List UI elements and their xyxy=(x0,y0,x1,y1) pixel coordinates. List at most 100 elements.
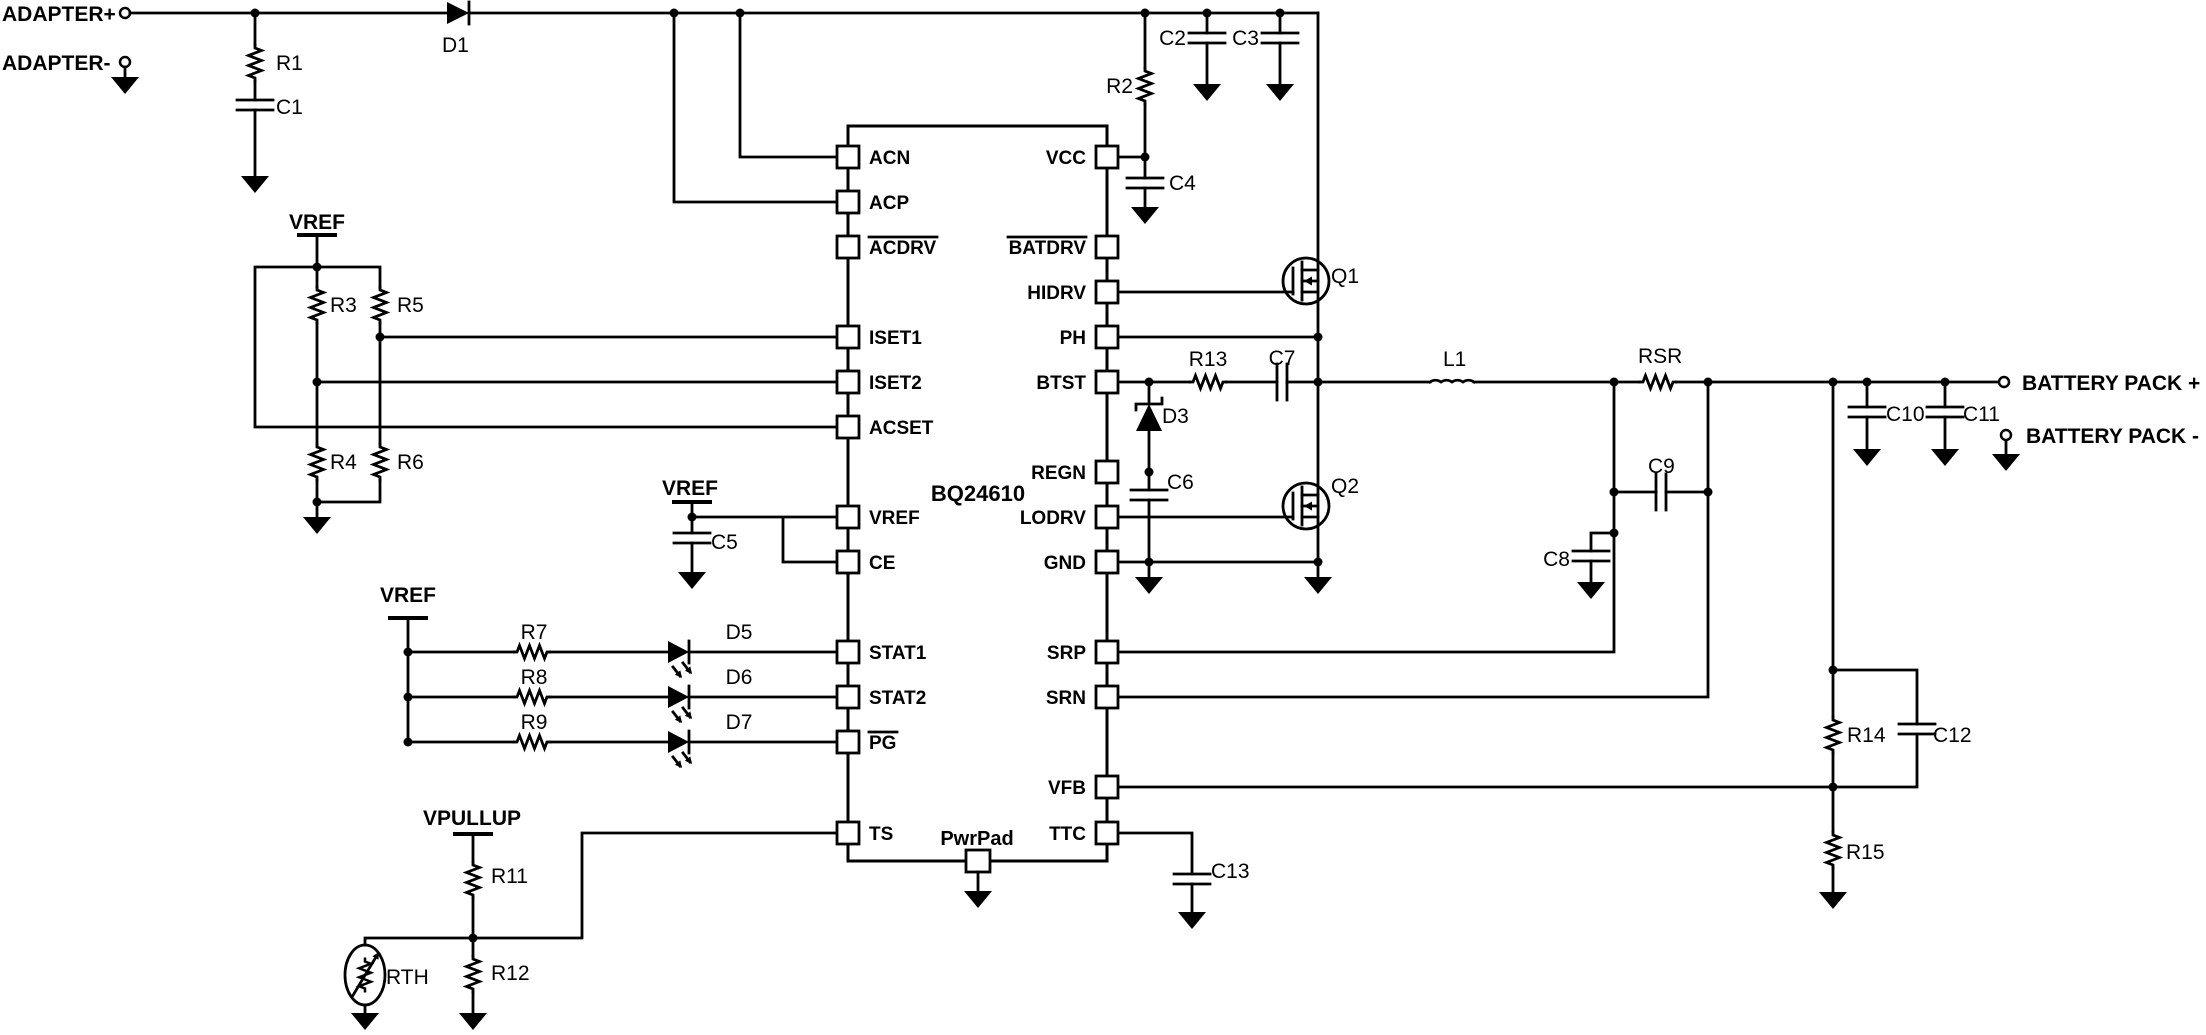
schottky-d3 xyxy=(1134,396,1164,431)
resistor-r14 xyxy=(1825,715,1841,755)
pin-acn xyxy=(835,144,861,170)
c9-label: C9 xyxy=(1648,455,1675,478)
r1-label: R1 xyxy=(276,52,303,75)
pin-iset1-label: ISET1 xyxy=(869,328,922,349)
pin-batdrv-label: BATDRV xyxy=(1009,238,1087,259)
pin-hidrv xyxy=(1094,279,1120,305)
pin-iset1 xyxy=(835,324,861,350)
c11-label: C11 xyxy=(1963,403,2000,426)
r14-label: R14 xyxy=(1847,724,1886,747)
status-led-section: VREF R7 R8 R9 D5 D6 D7 xyxy=(380,584,850,770)
pin-acset-label: ACSET xyxy=(869,418,934,439)
led-d6 xyxy=(666,684,694,725)
resistor-r3 xyxy=(309,285,325,325)
c5-label: C5 xyxy=(711,531,738,554)
output-filter-section: L1 RSR C9 C8 C10 C11 BATTERY PACK + BATT… xyxy=(1105,345,2200,699)
adapter-minus-label: ADAPTER- xyxy=(2,52,111,75)
pin-srp xyxy=(1094,639,1120,665)
pin-acn-label: ACN xyxy=(869,148,910,169)
adapter-minus-terminal xyxy=(118,55,132,69)
vref-c5-section: VREF C5 xyxy=(662,477,850,574)
ttc-section: C13 xyxy=(1105,831,1250,914)
d5-label: D5 xyxy=(726,621,753,644)
mosfet-q1 xyxy=(1281,256,1331,306)
r15-label: R15 xyxy=(1846,841,1885,864)
capacitor-c9 xyxy=(1654,472,1668,512)
acn-acp-feed-wires xyxy=(672,11,850,204)
pin-ttc-label: TTC xyxy=(1049,824,1086,845)
resistor-r7 xyxy=(514,646,550,659)
diode-d1: D1 xyxy=(442,0,471,57)
c10-label: C10 xyxy=(1886,403,1925,426)
capacitor-c12 xyxy=(1897,722,1937,736)
battery-plus-label: BATTERY PACK + xyxy=(2022,372,2200,395)
pin-srn xyxy=(1094,684,1120,710)
led-d5 xyxy=(666,639,694,680)
d3-label: D3 xyxy=(1162,405,1189,428)
r8-label: R8 xyxy=(521,666,548,689)
pin-batdrv xyxy=(1094,234,1120,260)
pin-iset2-label: ISET2 xyxy=(869,373,922,394)
pin-ts xyxy=(835,820,861,846)
pin-acp-label: ACP xyxy=(869,193,909,214)
pin-lodrv xyxy=(1094,504,1120,530)
pin-stat2-label: STAT2 xyxy=(869,688,926,709)
adapter-plus-label: ADAPTER+ xyxy=(2,3,116,26)
c3-label: C3 xyxy=(1232,27,1259,50)
pwrpad-label: PwrPad xyxy=(940,828,1013,850)
d6-label: D6 xyxy=(726,666,753,689)
vcc-input-section: R2 C2 C3 C4 xyxy=(1105,11,1300,209)
adapter-plus-terminal xyxy=(118,6,132,20)
battery-plus-terminal xyxy=(1997,375,2011,389)
pin-iset2 xyxy=(835,369,861,395)
battery-minus-label: BATTERY PACK - xyxy=(2026,425,2199,448)
ts-thermistor-section: VPULLUP R11 R12 RTH xyxy=(343,807,850,1015)
c8-label: C8 xyxy=(1543,548,1570,571)
resistor-r11 xyxy=(465,860,481,900)
capacitor-c3 xyxy=(1260,31,1300,45)
capacitor-c5 xyxy=(672,531,712,545)
r3-label: R3 xyxy=(330,294,357,317)
c7-label: C7 xyxy=(1269,347,1296,370)
adapter-input-section: ADAPTER+ ADAPTER- D1 R1 C1 xyxy=(2,0,1320,178)
r7-label: R7 xyxy=(521,621,548,644)
r6-label: R6 xyxy=(397,451,424,474)
pin-ts-label: TS xyxy=(869,824,893,845)
led-d7 xyxy=(666,729,694,770)
mosfet-q2 xyxy=(1281,481,1331,531)
pin-ce-label: CE xyxy=(869,553,895,574)
capacitor-c13 xyxy=(1172,872,1212,886)
resistor-r5 xyxy=(372,285,388,325)
q2-label: Q2 xyxy=(1331,475,1359,498)
pin-srp-label: SRP xyxy=(1047,643,1086,664)
pin-srn-label: SRN xyxy=(1046,688,1086,709)
c2-label: C2 xyxy=(1159,27,1186,50)
pin-stat1 xyxy=(835,639,861,665)
resistor-r6 xyxy=(372,442,388,482)
pin-btst-label: BTST xyxy=(1036,373,1086,394)
d1-label: D1 xyxy=(442,34,469,57)
vref-net-label-3: VREF xyxy=(380,584,436,607)
pwrpad: PwrPad xyxy=(940,828,1014,893)
pin-acdrv-label: ACDRV xyxy=(869,238,937,259)
c6-label: C6 xyxy=(1167,471,1194,494)
resistor-r15 xyxy=(1825,830,1841,870)
vpullup-net-label: VPULLUP xyxy=(423,807,521,830)
pin-gnd xyxy=(1094,549,1120,575)
r13-label: R13 xyxy=(1189,348,1228,371)
vref-net-label-1: VREF xyxy=(289,211,345,234)
c1-label: C1 xyxy=(276,96,303,119)
capacitor-c4 xyxy=(1125,176,1165,190)
resistor-r2 xyxy=(1137,66,1153,106)
capacitor-c1 xyxy=(235,98,275,112)
pin-stat1-label: STAT1 xyxy=(869,643,927,664)
vref-net-label-2: VREF xyxy=(662,477,718,500)
r12-label: R12 xyxy=(491,962,530,985)
pin-pg-label: PG xyxy=(869,733,896,754)
capacitor-c11 xyxy=(1925,405,1965,419)
rth-label: RTH xyxy=(386,966,429,989)
thermistor-rth xyxy=(343,943,387,1007)
resistor-r8 xyxy=(514,691,550,704)
ic-name-label: BQ24610 xyxy=(931,481,1025,506)
